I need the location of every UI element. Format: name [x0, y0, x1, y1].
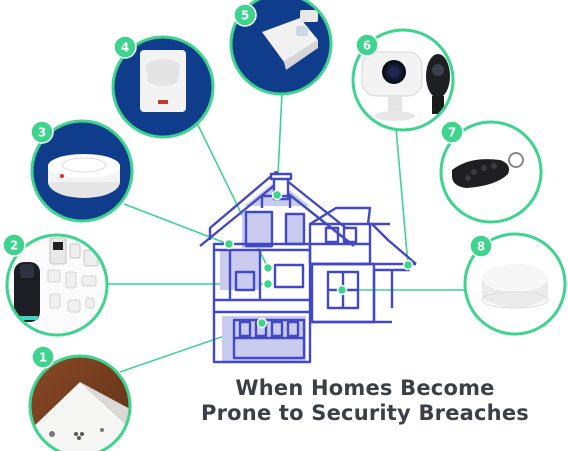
dot-8 — [336, 284, 348, 296]
title-line-2: Prone to Security Breaches — [201, 401, 529, 425]
badge-1-number: 1 — [39, 351, 47, 365]
badge-2-number: 2 — [10, 239, 18, 253]
title-line-1: When Homes Become — [235, 376, 495, 400]
badge-8-number: 8 — [477, 240, 485, 254]
badge-5: 5 — [233, 3, 257, 27]
badge-5-number: 5 — [241, 9, 249, 23]
device-circle-8 — [463, 232, 567, 336]
dot-6 — [402, 259, 414, 271]
badge-6: 6 — [355, 33, 379, 57]
connection-dots — [223, 189, 414, 329]
dot-4 — [262, 262, 274, 274]
house-illustration — [199, 170, 417, 364]
device-circle-7 — [439, 120, 543, 224]
connector-3 — [123, 203, 229, 245]
badge-3-number: 3 — [38, 126, 46, 140]
dot-2 — [262, 278, 274, 290]
dot-3 — [223, 238, 235, 250]
badge-3: 3 — [30, 120, 54, 144]
badge-4: 4 — [113, 35, 137, 59]
badge-1: 1 — [31, 345, 55, 369]
device-circle-3 — [30, 119, 134, 223]
device-circle-2 — [5, 233, 109, 337]
device-circle-4 — [111, 35, 215, 139]
connector-6 — [395, 127, 409, 266]
device-circle-6 — [351, 28, 455, 132]
badge-7: 7 — [440, 120, 464, 144]
badge-2: 2 — [2, 233, 26, 257]
badge-4-number: 4 — [121, 41, 129, 55]
device-circle-1 — [28, 354, 132, 451]
dot-5 — [271, 189, 283, 201]
device-circle-5 — [229, 0, 333, 96]
number-badges: 1 2 3 4 5 6 7 8 — [2, 3, 493, 369]
badge-8: 8 — [469, 234, 493, 258]
badge-7-number: 7 — [448, 126, 456, 140]
badge-6-number: 6 — [363, 39, 371, 53]
dot-1 — [256, 317, 268, 329]
